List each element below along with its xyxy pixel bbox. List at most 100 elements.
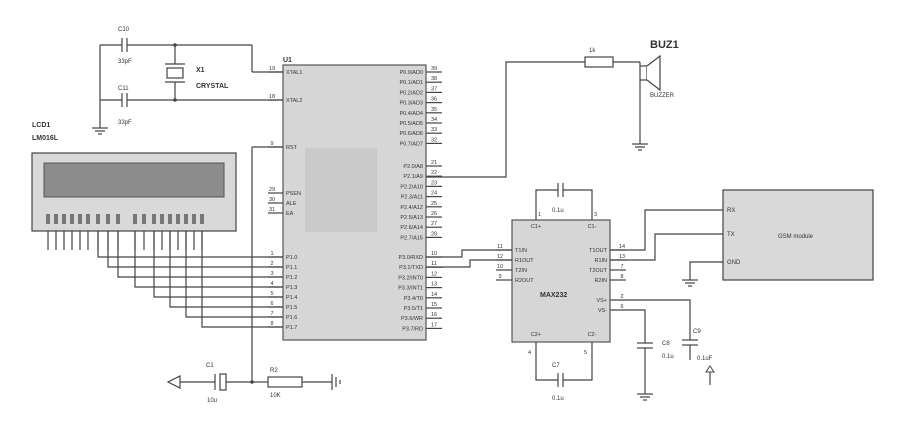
u1-pin-number: 35 [431,107,437,113]
u1-pin-number: 32 [431,137,437,143]
u1-pin-number: 28 [431,231,437,237]
gsm-label: GSM module [778,234,814,240]
u1-pin-name: P2.1/A9 [403,174,423,180]
u1-pin-name: P2.4/A12 [400,205,423,211]
c10-ref: C10 [118,27,130,33]
u1-pin-number: 12 [431,271,437,277]
u1-pin-name: P2.7/A15 [400,235,423,241]
u1-pin-name: P2.5/A13 [400,215,423,221]
u1-pin-number: 13 [431,282,437,288]
lcd-display: LCD1 LM016L [31,122,283,328]
max232-pin-number: 12 [497,254,503,260]
gsm-body [722,189,874,281]
lcd-pin-label [70,214,74,224]
u1-pin-name: P1.6 [286,315,297,321]
reset-network: C1 10u R2 10K [166,146,341,404]
max232-pin-name: VS+ [596,298,607,304]
lcd-pin-label [106,214,110,224]
u1-pin-name: P2.3/A11 [401,195,423,201]
c11-value: 33pF [118,120,132,126]
u1-pin-name: XTAL2 [286,98,302,104]
c9-value: 0.1uF [697,356,713,362]
u1-pin-number: 7 [270,311,273,317]
lcd-pin-label [46,214,50,224]
u1-pin-name: P3.7/RD [402,326,423,332]
u1-pin-number: 1 [270,251,273,257]
u1-pin-name: P2.0/A8 [403,164,423,170]
u1-ref: U1 [283,57,292,64]
max232-pin-number: 9 [498,274,501,280]
u1-pin-name: P1.7 [286,325,297,331]
u1-pin-name: P3.1/TXD [399,265,423,271]
u1-pin-name: P1.2 [286,275,297,281]
u1-pin-name: P0.7/AD7 [399,141,423,147]
max232-pin-number: 14 [619,244,625,250]
gsm-module: GSM module RX TX GND [610,189,874,287]
max232-ic: MAX232 11T1IN12R1OUT10T2IN9R2OUT14T1OUT1… [426,183,715,402]
c8-value: 0.1u [662,354,674,360]
u1-pin-number: 2 [270,261,273,267]
u1-pin-name: XTAL1 [286,70,302,76]
gsm-pin-gnd: GND [727,260,741,266]
u1-pin-name: P1.0 [286,255,297,261]
max232-pin-name: C2+ [531,332,541,338]
max232-pin-name: T2IN [515,268,527,274]
u1-pin-name: P3.3/INT1 [398,286,423,292]
x1-value: CRYSTAL [196,83,229,90]
ctop-value: 0.1u [552,208,564,214]
u1-pin-name: RST [286,145,298,151]
r2-value: 10K [270,393,281,399]
c8-ref: C8 [662,341,670,347]
u1-pin-number: 14 [431,292,437,298]
max232-pin-name: VS- [598,308,607,314]
u1-pin-number: 10 [431,251,437,257]
u1-pin-name: P0.3/AD3 [399,101,423,107]
u1-pin-number: 37 [431,86,437,92]
lcd-pin-label [54,214,58,224]
u1-pin-name: P3.0/RXD [399,255,423,261]
u1-pin-name: P0.4/AD4 [399,111,423,117]
lcd-value: LM016L [32,135,59,142]
u1-pin-name: P2.6/A14 [400,225,423,231]
u1-pin-name: P0.0/AD0 [399,70,423,76]
u1-pin-number: 36 [431,97,437,103]
u1-pin-number: 30 [269,197,275,203]
u1-pin-number: 24 [431,191,437,197]
u1-pin-number: 23 [431,180,437,186]
lcd-pin-label [133,214,137,224]
lcd-screen [43,162,225,198]
lcd-pin-label [62,214,66,224]
lcd-pin-label [152,214,156,224]
lcd-pin-label [160,214,164,224]
u1-pin-number: 8 [270,321,273,327]
max232-pin-name: R2OUT [515,278,534,284]
u1-pin-number: 34 [431,117,437,123]
lcd-pin-label [176,214,180,224]
u1-pin-name: PSEN [286,191,301,197]
u1-pin-number: 4 [270,281,273,287]
u1-pin-name: P0.5/AD5 [399,121,423,127]
max232-pin-number: 2 [620,294,623,300]
u1-pin-number: 16 [431,312,437,318]
c1-value: 10u [207,398,217,404]
c7-ref: C7 [552,363,560,369]
lcd-pin-label [184,214,188,224]
c10-value: 33pF [118,59,132,65]
max232-pin-number: 8 [620,274,623,280]
lcd-pin-label [192,214,196,224]
u1-pin-number: 27 [431,221,437,227]
r2-ref: R2 [270,368,278,374]
max232-pin-name: T1OUT [589,248,608,254]
u1-pin-number: 29 [269,187,275,193]
max232-pin-number: 3 [594,212,597,218]
c9-ref: C9 [693,329,701,335]
max232-label: MAX232 [540,292,567,299]
lcd-pin-label [200,214,204,224]
gsm-pin-tx: TX [727,232,735,238]
u1-pin-name: P1.5 [286,305,297,311]
u1-pin-number: 38 [431,76,437,82]
u1-pin-name: P1.3 [286,285,297,291]
x1-ref: X1 [196,67,205,74]
